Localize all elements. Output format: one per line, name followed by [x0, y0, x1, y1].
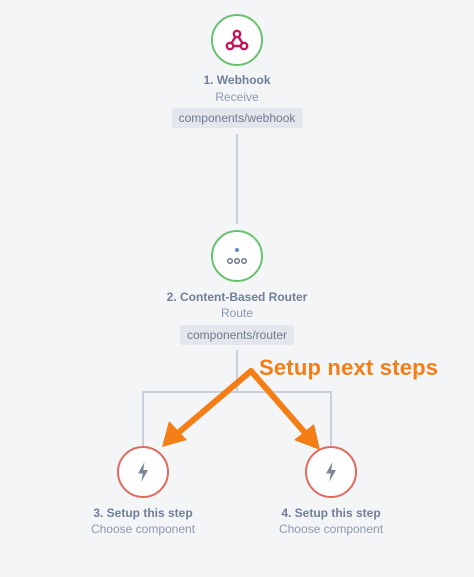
step-1-node[interactable] [211, 14, 263, 66]
arrow-left-shaft [175, 368, 254, 436]
webhook-icon [225, 29, 249, 51]
step-2-title: 2. Content-Based Router [166, 290, 308, 304]
step-4-subtitle: Choose component [278, 522, 384, 536]
arrow-left-head [162, 421, 187, 447]
bolt-icon [138, 462, 148, 482]
step-2-component-tag: components/router [179, 325, 295, 345]
arrow-right-shaft [248, 368, 309, 437]
step-1-subtitle: Receive [215, 90, 259, 104]
arrow-right-head [294, 424, 320, 450]
connector-branch-bar [142, 391, 332, 446]
step-2-node[interactable] [211, 230, 263, 282]
step-4-node[interactable] [305, 446, 357, 498]
router-icon [227, 248, 248, 264]
step-3-title: 3. Setup this step [93, 506, 193, 520]
annotation-label: Setup next steps [259, 355, 439, 380]
step-1-component-tag: components/webhook [171, 108, 303, 128]
step-2-subtitle: Route [220, 306, 254, 320]
bolt-icon [326, 462, 336, 482]
step-1-title: 1. Webhook [203, 73, 271, 87]
step-3-node[interactable] [117, 446, 169, 498]
step-4-title: 4. Setup this step [281, 506, 381, 520]
step-3-subtitle: Choose component [90, 522, 196, 536]
